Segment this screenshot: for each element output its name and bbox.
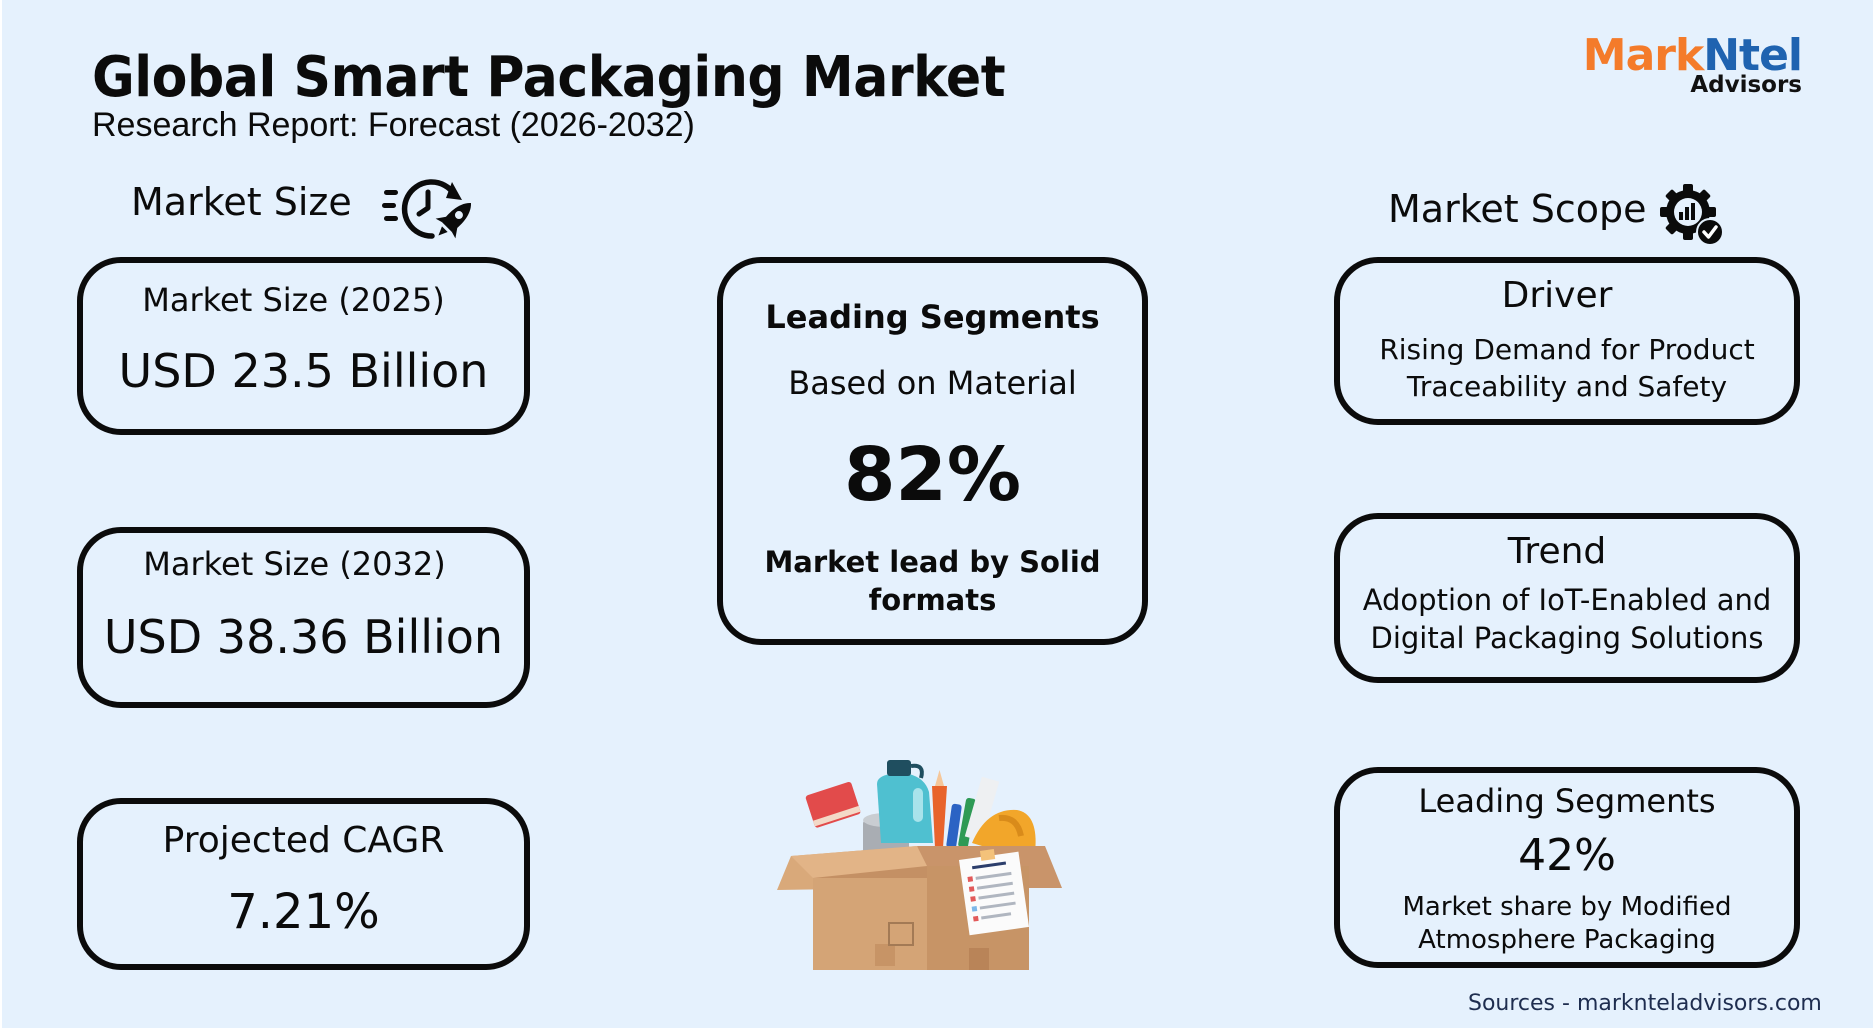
projected-cagr-value: 7.21% bbox=[227, 884, 380, 940]
logo-mark-text: Mark bbox=[1582, 30, 1704, 81]
leading-segments-material-card: Leading Segments Based on Material 82% M… bbox=[717, 257, 1148, 645]
projected-cagr-label: Projected CAGR bbox=[162, 820, 445, 861]
trend-text: Adoption of IoT-Enabled and Digital Pack… bbox=[1362, 583, 1772, 655]
leading-segments-text: Market share by Modified Atmosphere Pack… bbox=[1402, 892, 1732, 955]
market-size-heading: Market Size bbox=[131, 180, 352, 224]
clock-rocket-icon bbox=[382, 176, 478, 246]
leading-segments-map-card: Leading Segments 42% Market share by Mod… bbox=[1334, 767, 1800, 968]
logo-ntel-text: Ntel bbox=[1703, 30, 1803, 81]
driver-text: Rising Demand for Product Traceability a… bbox=[1379, 333, 1755, 403]
sources-link[interactable]: Sources - marknteladvisors.com bbox=[1468, 991, 1822, 1016]
marknteladvisors-logo: MarkNtel Advisors bbox=[1583, 34, 1803, 98]
logo-wordmark: MarkNtel bbox=[1583, 34, 1803, 78]
leading-segments-heading: Leading Segments bbox=[765, 298, 1100, 336]
leading-segments-value: 42% bbox=[1518, 830, 1616, 881]
market-size-2032-label: Market Size (2032) bbox=[143, 545, 446, 583]
leading-segments-title: Leading Segments bbox=[1418, 782, 1716, 820]
page-title: Global Smart Packaging Market bbox=[92, 45, 1006, 110]
projected-cagr-card: Projected CAGR 7.21% bbox=[77, 798, 530, 970]
market-scope-heading: Market Scope bbox=[1388, 187, 1647, 231]
material-share-description: Market lead by Solid formats bbox=[764, 545, 1101, 617]
logo-advisors-text: Advisors bbox=[1690, 72, 1802, 98]
page-subtitle: Research Report: Forecast (2026-2032) bbox=[92, 106, 695, 144]
market-size-2025-value: USD 23.5 Billion bbox=[118, 344, 489, 398]
based-on-material-subheading: Based on Material bbox=[788, 364, 1077, 402]
driver-title: Driver bbox=[1501, 275, 1613, 316]
driver-card: Driver Rising Demand for Product Traceab… bbox=[1334, 257, 1800, 425]
market-size-2032-card: Market Size (2032) USD 38.36 Billion bbox=[77, 527, 530, 708]
trend-title: Trend bbox=[1507, 531, 1607, 572]
material-share-value: 82% bbox=[843, 432, 1022, 518]
trend-card: Trend Adoption of IoT-Enabled and Digita… bbox=[1334, 513, 1800, 683]
market-size-2025-card: Market Size (2025) USD 23.5 Billion bbox=[77, 257, 530, 435]
gear-chart-check-icon bbox=[1660, 182, 1724, 246]
packed-cardboard-box-illustration bbox=[777, 748, 1062, 973]
market-size-2032-value: USD 38.36 Billion bbox=[103, 610, 504, 664]
market-size-2025-label: Market Size (2025) bbox=[142, 281, 445, 319]
